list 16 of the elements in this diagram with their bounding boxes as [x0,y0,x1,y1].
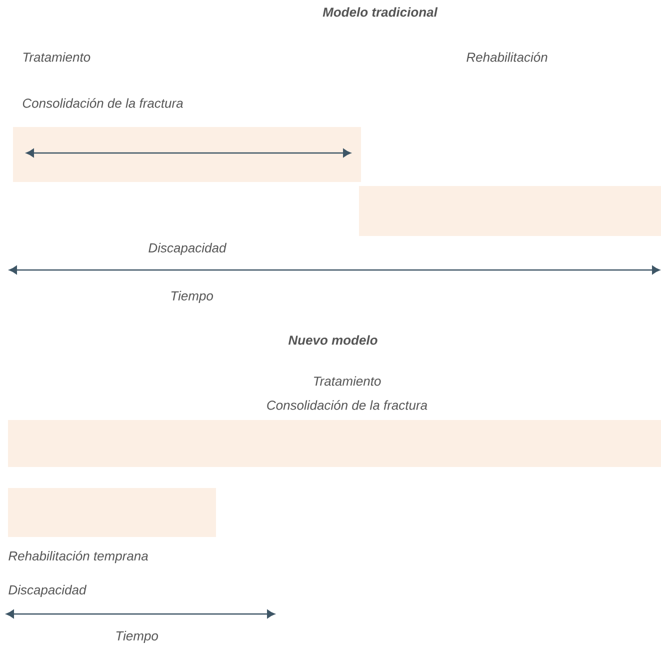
band [359,186,661,236]
node-label: Tratamiento [314,376,381,386]
node-label: Consolidación de la fractura [22,98,183,108]
label: Tiempo [171,290,214,304]
label: Rehabilitación [466,52,548,62]
label: Discapacidad [8,584,87,598]
node-label: Tratamiento [23,52,90,62]
heading: Modelo tradicional [322,7,438,17]
band [13,127,361,182]
node-label: Consolidación de la fractura [267,400,428,410]
label: Discapacidad [148,242,227,256]
label: Tiempo [116,630,158,644]
node-label: Rehabilitación temprana [8,550,148,564]
heading: Nuevo modelo [288,335,378,345]
band [8,420,661,467]
band [8,488,216,537]
